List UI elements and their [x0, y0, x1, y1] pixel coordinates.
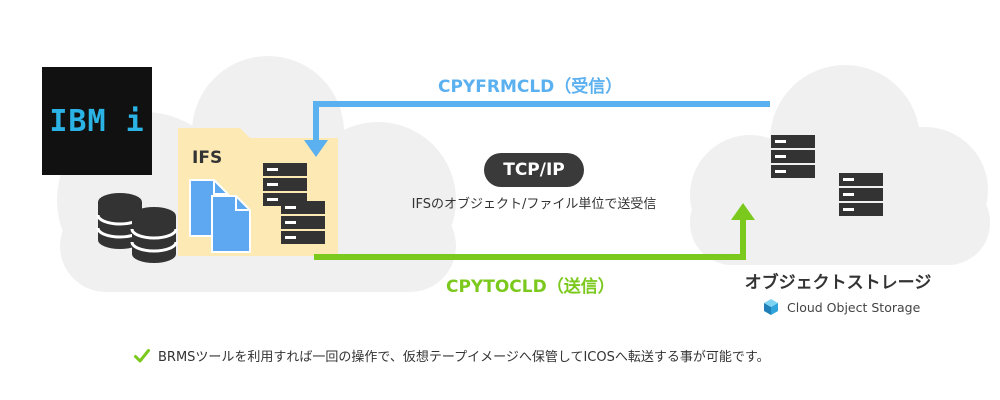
database-icon	[130, 205, 178, 265]
ibm-i-logo-text: IBM i	[49, 103, 145, 139]
footnote: BRMSツールを利用すれば一回の操作で、仮想テープイメージへ保管してICOSへ転…	[134, 346, 770, 365]
cube-icon	[764, 299, 778, 315]
send-label: CPYTOCLD（送信）	[446, 277, 615, 297]
ifs-label: IFS	[192, 148, 223, 168]
transfer-description: IFSのオブジェクト/ファイル単位で送受信	[411, 197, 657, 212]
send-arrow	[314, 203, 755, 260]
right-cloud	[690, 65, 990, 265]
server-icon	[839, 173, 883, 216]
storage-title: オブジェクトストレージ	[744, 273, 932, 293]
receive-arrow	[304, 101, 770, 157]
server-icon	[771, 135, 815, 178]
protocol-badge: TCP/IP	[484, 153, 584, 187]
cos-service: Cloud Object Storage	[762, 298, 920, 316]
receive-label: CPYFRMCLD（受信）	[438, 77, 623, 97]
ibm-i-logo: IBM i	[42, 67, 152, 175]
checkmark-icon	[134, 348, 150, 362]
footnote-text: BRMSツールを利用すれば一回の操作で、仮想テープイメージへ保管してICOSへ転…	[158, 350, 770, 365]
server-icon	[263, 163, 307, 206]
server-icon	[281, 201, 325, 244]
cos-label: Cloud Object Storage	[787, 299, 921, 315]
